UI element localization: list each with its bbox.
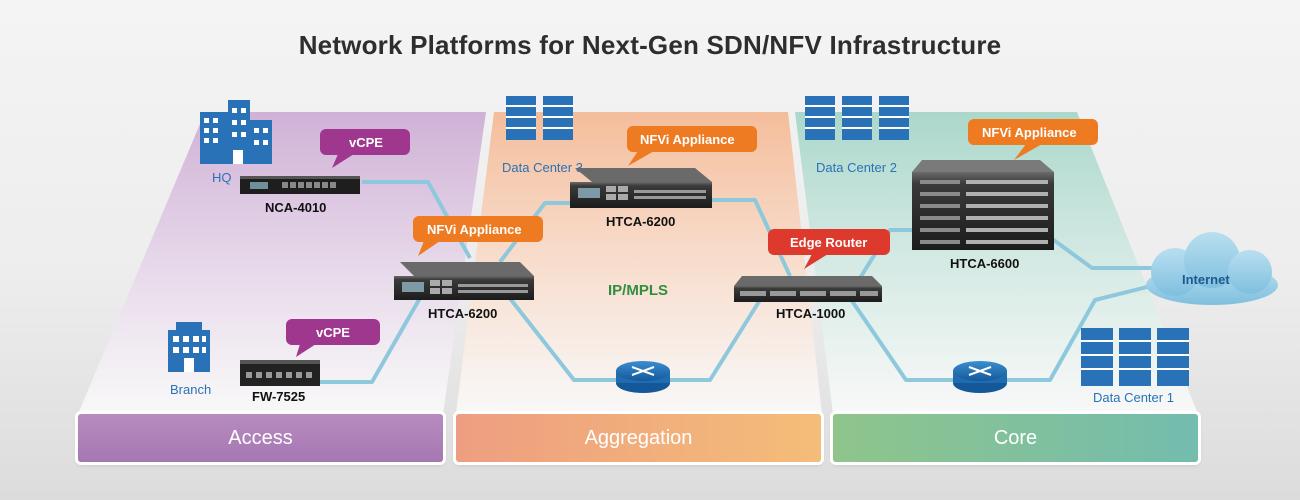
vcpe-branch-callout: vCPE [286, 319, 380, 357]
nfvi-left-callout: NFVi Appliance [413, 216, 543, 256]
nca-4010-device [240, 176, 360, 194]
htca-6200-left-device [394, 262, 534, 300]
vcpe-hq-callout: vCPE [320, 129, 410, 168]
branch-label: Branch [170, 382, 211, 397]
vcpe-branch-callout-text: vCPE [316, 325, 350, 340]
core-router-icon [953, 361, 1007, 393]
aggregation-router-icon [616, 361, 670, 393]
link-router-right [670, 298, 762, 382]
fw-7525-label: FW-7525 [252, 389, 305, 404]
link-branch-htca6200 [320, 297, 422, 384]
nfvi-core-callout: NFVi Appliance [968, 119, 1098, 160]
tier-aggregation-band: Aggregation [456, 414, 821, 462]
diagram-title: Network Platforms for Next-Gen SDN/NFV I… [298, 30, 1002, 60]
data-center-3-label: Data Center 3 [502, 160, 583, 175]
link-left-bottom [503, 290, 618, 382]
link-6600-internet [1038, 228, 1155, 270]
htca-6200-left-label: HTCA-6200 [428, 306, 497, 321]
edge-router-callout: Edge Router [768, 229, 890, 269]
fw-7525-device [240, 360, 320, 386]
vcpe-hq-callout-text: vCPE [349, 135, 383, 150]
nca-4010-label: NCA-4010 [265, 200, 326, 215]
htca-1000-device [734, 276, 882, 302]
tier-core-band: Core [833, 414, 1198, 462]
htca-6600-label: HTCA-6600 [950, 256, 1019, 271]
nfvi-top-callout-text: NFVi Appliance [640, 132, 735, 147]
link-1000-core-router [848, 296, 955, 382]
link-router-dc1 [1005, 283, 1156, 382]
data-center-1-label: Data Center 1 [1093, 390, 1174, 405]
branch-building-icon [168, 322, 210, 372]
htca-6200-top-device [570, 168, 712, 208]
tier-access-band: Access [78, 414, 443, 462]
data-center-3-servers-icon [506, 96, 573, 140]
data-center-2-label: Data Center 2 [816, 160, 897, 175]
ip-mpls-label: IP/MPLS [608, 282, 668, 299]
htca-6600-device [912, 160, 1054, 250]
nfvi-top-callout: NFVi Appliance [627, 126, 757, 166]
aggregation-panel [456, 112, 822, 414]
hq-label: HQ [212, 170, 232, 185]
nfvi-left-callout-text: NFVi Appliance [427, 222, 522, 237]
link-1000-6600 [858, 228, 915, 280]
hq-building-icon [200, 100, 272, 164]
htca-6200-top-label: HTCA-6200 [606, 214, 675, 229]
data-center-1-servers-icon [1081, 328, 1189, 386]
internet-cloud-icon [1146, 232, 1278, 305]
data-center-2-servers-icon [805, 96, 909, 140]
htca-1000-label: HTCA-1000 [776, 306, 845, 321]
nfvi-core-callout-text: NFVi Appliance [982, 125, 1077, 140]
edge-router-callout-text: Edge Router [790, 235, 867, 250]
internet-label: Internet [1182, 272, 1230, 287]
